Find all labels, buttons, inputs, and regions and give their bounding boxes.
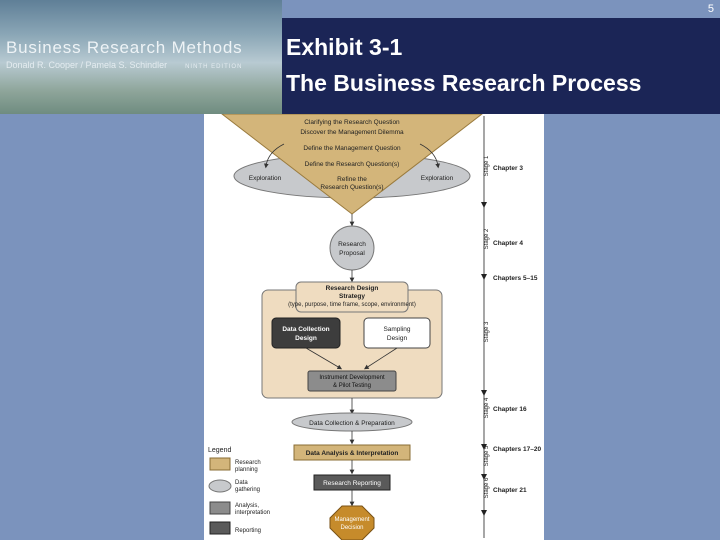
legend-swatch-gathering [208, 479, 232, 493]
legend-swatch-reporting [209, 521, 231, 535]
clarifying-funnel [221, 114, 483, 215]
exploration-right: Exploration [421, 175, 454, 182]
instrument-box [307, 370, 397, 392]
arrow-to-exploration-right [419, 143, 441, 169]
funnel-line5b: Research Question(s) [320, 184, 383, 191]
top-strip [282, 0, 720, 18]
legend-analysis-line2: interpretation [235, 510, 270, 516]
proposal-line1: Research [338, 241, 366, 248]
arrow-sd-to-instrument [363, 347, 398, 370]
arrow-dcd-to-instrument [305, 347, 343, 370]
title-panel: Exhibit 3-1 The Business Research Proces… [282, 18, 720, 114]
legend-title: Legend [208, 447, 231, 454]
chapters-5-15: Chapters 5–15 [493, 275, 538, 282]
legend-gathering-line1: Data [235, 480, 248, 486]
legend-swatch-planning [209, 457, 231, 471]
proposal-line2: Proposal [339, 250, 365, 257]
authors-text: Donald R. Cooper / Pamela S. Schindler [6, 60, 168, 70]
funnel-line3: Define the Management Question [303, 145, 401, 152]
page-number: 5 [707, 3, 714, 15]
sd-line1: Sampling [383, 326, 410, 333]
funnel-line5a: Refine the [337, 176, 367, 183]
funnel-line1: Clarifying the Research Question [304, 119, 400, 126]
stage-6: Stage 6 [484, 477, 490, 498]
dcd-line1: Data Collection [282, 326, 329, 333]
legend: Legend Research planning Data gathering … [208, 447, 270, 535]
stage-arrowheads [481, 202, 487, 516]
stage-4: Stage 4 [484, 397, 490, 418]
strategy-line2: Strategy [339, 293, 365, 300]
strategy-line1: Research Design [326, 285, 379, 292]
legend-planning-line1: Research [235, 460, 261, 466]
funnel-line2: Discover the Management Dilemma [300, 129, 404, 136]
exhibit-subtitle: The Business Research Process [286, 70, 642, 96]
stage-5: Stage 5 [484, 445, 490, 466]
exhibit-title: Exhibit 3-1 [286, 34, 403, 60]
legend-reporting-line1: Reporting [235, 528, 261, 534]
legend-swatch-analysis [209, 501, 231, 515]
funnel-line4: Define the Research Question(s) [305, 161, 400, 168]
legend-gathering-line2: gathering [235, 487, 260, 493]
stage-2: Stage 2 [484, 228, 490, 249]
legend-planning-line2: planning [235, 467, 258, 473]
collection-label: Data Collection & Preparation [309, 420, 395, 427]
management-decision-octagon [329, 505, 375, 540]
instrument-line1: Instrument Development [319, 375, 385, 381]
stage-1: Stage 1 [484, 155, 490, 176]
chapter-3: Chapter 3 [493, 165, 523, 172]
research-proposal-circle [329, 225, 375, 271]
research-process-figure: Clarifying the Research Question Discove… [204, 114, 544, 540]
chapter-16: Chapter 16 [493, 406, 527, 413]
decision-line2: Decision [340, 525, 363, 531]
chapters-17-20: Chapters 17–20 [493, 446, 541, 453]
exploration-left: Exploration [249, 175, 282, 182]
sampling-design-box [363, 317, 431, 349]
dcd-line2: Design [295, 335, 317, 342]
stage-3: Stage 3 [484, 321, 490, 342]
instrument-line2: & Pilot Testing [333, 383, 371, 389]
sd-line2: Design [387, 335, 408, 342]
book-banner: Business Research Methods Donald R. Coop… [0, 0, 282, 114]
chapter-4: Chapter 4 [493, 240, 523, 247]
legend-analysis-line1: Analysis, [235, 503, 259, 509]
edition-text: NINTH EDITION [185, 64, 243, 70]
analysis-label: Data Analysis & Interpretation [306, 450, 399, 457]
decision-line1: Management [334, 517, 369, 523]
design-strategy-box [295, 281, 409, 313]
chapter-21: Chapter 21 [493, 487, 527, 494]
process-diagram: Clarifying the Research Question Discove… [208, 114, 541, 540]
arrow-to-exploration-left [263, 143, 285, 169]
book-title: Business Research Methods [6, 38, 243, 57]
book-authors: Donald R. Cooper / Pamela S. Schindler NI… [6, 60, 242, 70]
strategy-line3: (type, purpose, time frame, scope, envir… [288, 302, 416, 308]
reporting-label: Research Reporting [323, 480, 381, 487]
data-collection-design-box [271, 317, 341, 349]
